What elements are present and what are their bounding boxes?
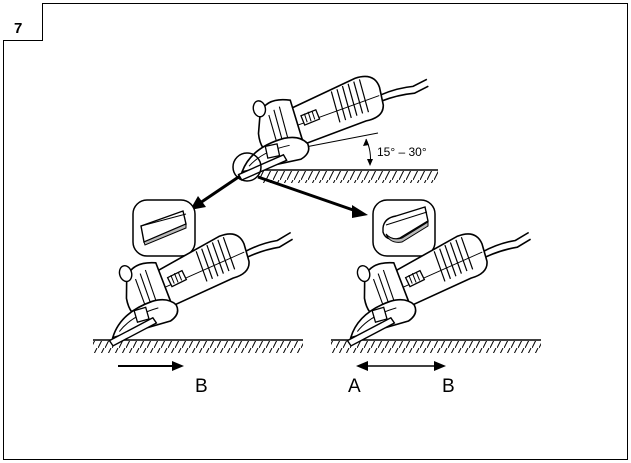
bottom-right-grinder-group: A B — [327, 216, 547, 397]
contact-detail-circle — [232, 152, 262, 182]
disc-edge-detail-icon — [372, 199, 436, 257]
detail-arrow-left — [190, 174, 241, 210]
detail-arrow-right — [257, 175, 368, 218]
angle-grinder-icon — [327, 216, 547, 348]
direction-label-a: A — [348, 376, 361, 397]
direction-label-b: B — [195, 376, 208, 397]
angle-label: 15° – 30° — [377, 145, 427, 159]
figure-frame — [3, 3, 628, 460]
figure-number: 7 — [14, 20, 22, 37]
bottom-left-grinder-group: B — [89, 216, 309, 397]
angle-grinder-icon — [89, 216, 309, 348]
direction-label-b: B — [442, 376, 455, 397]
disc-edge-detail-icon — [132, 199, 196, 257]
top-grinder-group: 15° – 30° — [223, 62, 441, 183]
angle-grinder-icon — [223, 62, 441, 182]
